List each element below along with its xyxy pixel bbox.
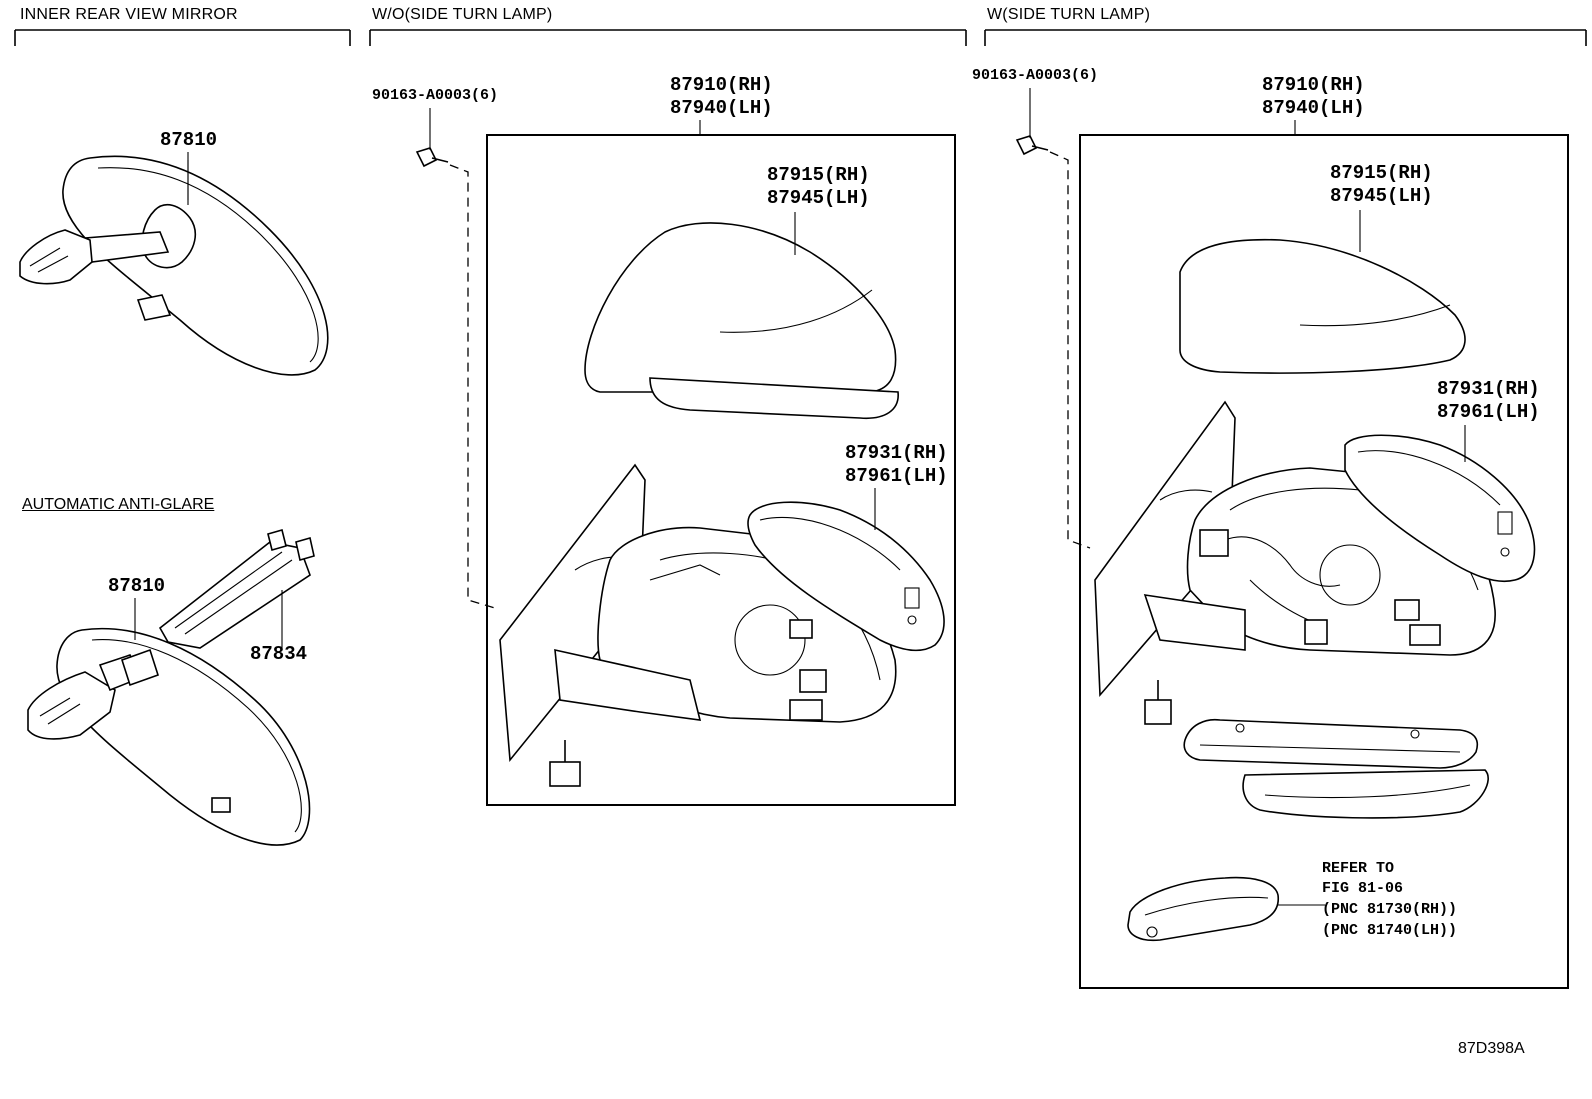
dash-line-w (1049, 151, 1091, 549)
part-number-screw-wo: 90163-A0003(6) (372, 87, 499, 104)
mirror-cover-wo (584, 222, 899, 419)
diagram-code: 87D398A (1458, 1040, 1525, 1057)
assy-box-w (1079, 134, 1569, 989)
part-number-cover-lh-wo: 87945(LH) (767, 187, 870, 209)
part-number-cover-rh-w: 87915(RH) (1330, 162, 1433, 184)
inner-mirror-anti-glare (27, 627, 311, 846)
mirror-cover-w (1179, 238, 1466, 374)
refer-line-2: FIG 81-06 (1322, 880, 1404, 897)
part-number-87810-top: 87810 (160, 129, 218, 151)
turn-lamp-lower (1242, 769, 1489, 819)
part-number-screw-w: 90163-A0003(6) (972, 67, 1099, 84)
part-number-cover-lh-w: 87945(LH) (1330, 185, 1433, 207)
mirror-glass-w (1344, 434, 1536, 583)
screw-w (1015, 135, 1049, 156)
part-number-cover-rh-wo: 87915(RH) (767, 164, 870, 186)
turn-lamp-upper (1183, 718, 1479, 769)
refer-line-3: (PNC 81730(RH)) (1322, 901, 1458, 918)
section-bracket-wo (369, 29, 967, 46)
inner-mirror-standard (19, 155, 329, 376)
mirror-cover-87834 (158, 529, 315, 649)
part-number-glass-lh-w: 87961(LH) (1437, 401, 1540, 423)
subsection-automatic-anti-glare: AUTOMATIC ANTI-GLARE (22, 496, 215, 513)
part-number-assy-rh-wo: 87910(RH) (670, 74, 773, 96)
section-title-inner-rear-view-mirror: INNER REAR VIEW MIRROR (20, 6, 238, 23)
dash-line-wo (449, 164, 496, 609)
section-title-w-side-turn-lamp: W(SIDE TURN LAMP) (987, 6, 1151, 23)
screw-wo (415, 147, 449, 168)
refer-line-4: (PNC 81740(LH)) (1322, 922, 1458, 939)
assy-box-wo (486, 134, 956, 806)
part-number-assy-lh-wo: 87940(LH) (670, 97, 773, 119)
part-number-glass-lh-wo: 87961(LH) (845, 465, 948, 487)
section-bracket-inner (14, 29, 351, 46)
side-turn-lamp (1127, 876, 1279, 942)
mirror-glass-wo (747, 501, 945, 652)
part-number-87834: 87834 (250, 643, 308, 665)
part-number-glass-rh-w: 87931(RH) (1437, 378, 1540, 400)
part-number-87810-bottom: 87810 (108, 575, 166, 597)
section-bracket-w (984, 29, 1587, 46)
section-title-wo-side-turn-lamp: W/O(SIDE TURN LAMP) (372, 6, 553, 23)
part-number-assy-lh-w: 87940(LH) (1262, 97, 1365, 119)
part-number-assy-rh-w: 87910(RH) (1262, 74, 1365, 96)
part-number-glass-rh-wo: 87931(RH) (845, 442, 948, 464)
refer-line-1: REFER TO (1322, 860, 1395, 877)
